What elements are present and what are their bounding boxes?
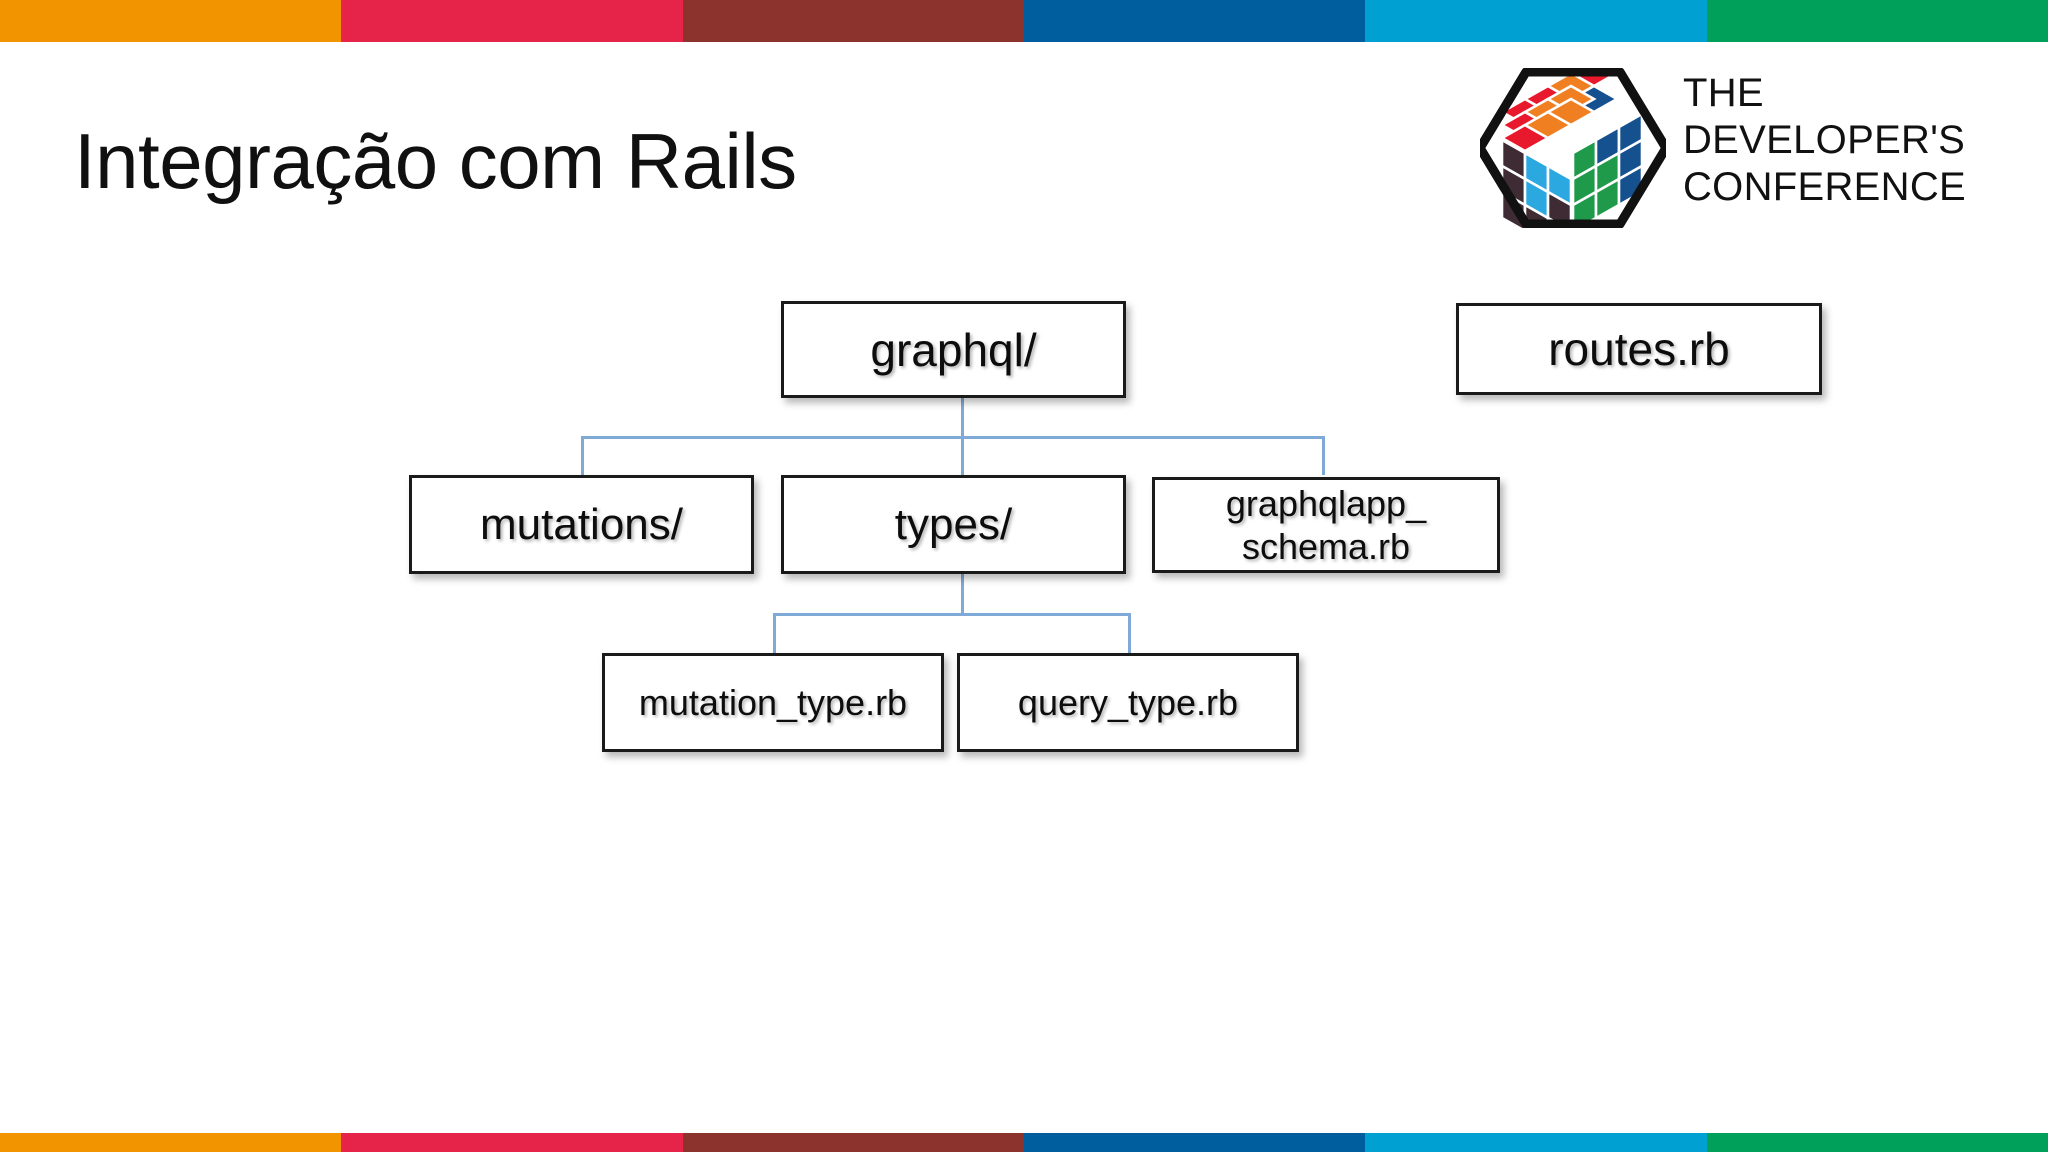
tdc-logo: THE DEVELOPER'S CONFERENCE xyxy=(1475,58,2036,260)
color-band-crimson xyxy=(341,0,683,42)
node-query-type-rb[interactable]: query_type.rb xyxy=(957,653,1299,752)
color-band-cyan xyxy=(1365,0,1707,42)
tdc-cube-icon xyxy=(1475,58,1671,260)
node-types-dir[interactable]: types/ xyxy=(781,475,1126,574)
color-band-orange xyxy=(0,0,342,42)
node-label-multiline: graphqlapp_ schema.rb xyxy=(1220,482,1432,568)
connector-to-mutation-type xyxy=(773,613,776,653)
color-band-blue xyxy=(1023,0,1366,42)
connector-row3-bus xyxy=(773,613,1131,616)
node-routes-rb[interactable]: routes.rb xyxy=(1456,303,1822,395)
connector-to-query-type xyxy=(1128,613,1131,653)
connector-to-types xyxy=(961,436,964,475)
color-band-blue xyxy=(1023,1133,1366,1152)
color-band-brick xyxy=(682,0,1024,42)
node-label: routes.rb xyxy=(1548,323,1730,375)
connector-graphql-stem xyxy=(961,397,964,438)
node-label: graphql/ xyxy=(870,323,1037,376)
node-label-line-1: graphqlapp_ xyxy=(1225,483,1427,524)
color-band-green xyxy=(1706,0,2048,42)
node-label: mutation_type.rb xyxy=(638,681,908,723)
bottom-color-bar xyxy=(0,1133,2048,1152)
node-label: query_type.rb xyxy=(1017,681,1239,723)
tdc-logo-wordmark: THE DEVELOPER'S CONFERENCE xyxy=(1683,70,1966,211)
top-color-bar xyxy=(0,0,2048,42)
node-graphqlapp-schema-rb[interactable]: graphqlapp_ schema.rb xyxy=(1152,477,1500,573)
tdc-logo-line-2: DEVELOPER'S xyxy=(1683,118,1966,162)
node-label-line-2: schema.rb xyxy=(1241,526,1411,567)
connector-types-stem xyxy=(961,573,964,615)
connector-to-mutations xyxy=(581,436,584,475)
tdc-logo-line-3: CONFERENCE xyxy=(1683,165,1967,209)
tdc-logo-line-1: THE xyxy=(1683,71,1764,115)
page-title: Integração com Rails xyxy=(74,117,797,205)
color-band-cyan xyxy=(1365,1133,1707,1152)
color-band-orange xyxy=(0,1133,342,1152)
node-mutation-type-rb[interactable]: mutation_type.rb xyxy=(602,653,944,752)
color-band-green xyxy=(1706,1133,2048,1152)
color-band-brick xyxy=(682,1133,1024,1152)
node-label: types/ xyxy=(894,499,1013,549)
node-mutations-dir[interactable]: mutations/ xyxy=(409,475,754,574)
node-graphql-dir[interactable]: graphql/ xyxy=(781,301,1126,398)
color-band-crimson xyxy=(341,1133,683,1152)
connector-row2-bus xyxy=(581,436,1325,439)
connector-to-schema xyxy=(1322,436,1325,475)
node-label: mutations/ xyxy=(480,499,683,549)
